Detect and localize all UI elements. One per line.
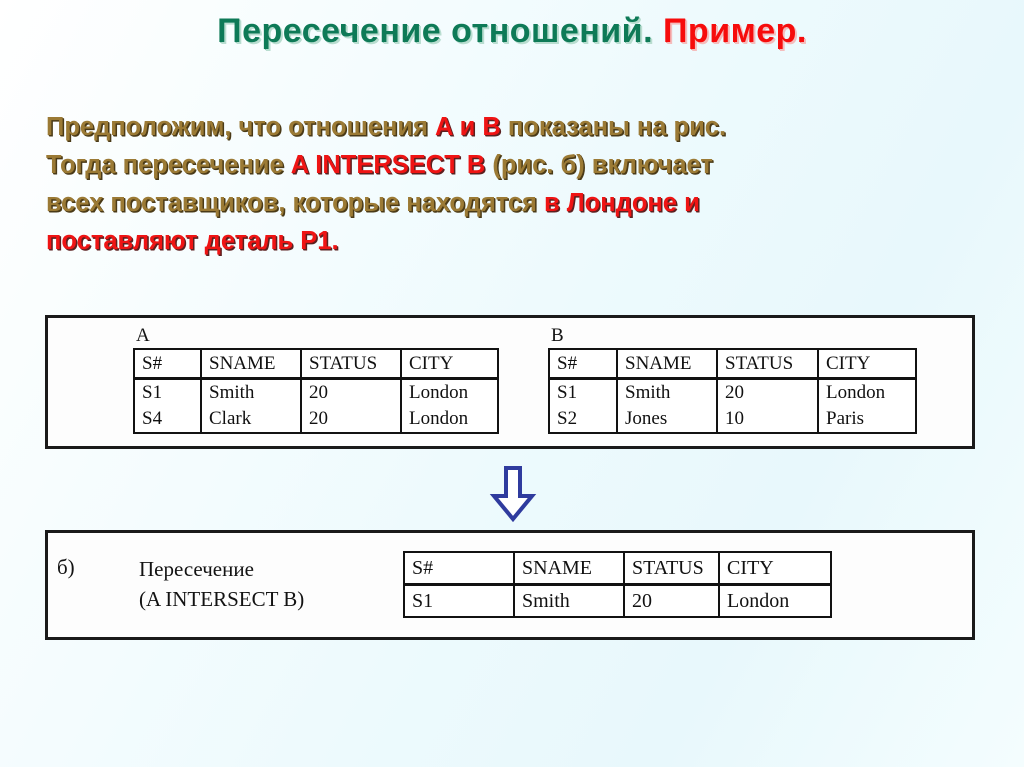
relation-b-label: B — [551, 325, 564, 346]
body-line-3-part-b: в Лондоне и — [544, 189, 700, 217]
body-line-1-part-b: A и B — [435, 113, 501, 141]
title-red-text: Пример. — [662, 12, 807, 50]
cell-supplier-id: S1 — [548, 378, 618, 406]
cell-status: 20 — [623, 584, 720, 618]
body-line-1-part-c: показаны на рис. — [500, 113, 727, 141]
column-header: SNAME — [200, 348, 302, 380]
table-row: S1 Smith 20 London — [548, 378, 917, 406]
cell-sname: Smith — [513, 584, 625, 618]
body-line-4: поставляют деталь Р1. — [46, 222, 966, 260]
body-line-4-part-b: поставляют деталь Р1. — [46, 227, 339, 255]
cell-city: London — [718, 584, 832, 618]
cell-sname: Clark — [200, 406, 302, 434]
column-header: STATUS — [300, 348, 402, 380]
body-paragraph: Предположим, что отношения A и B показан… — [46, 108, 966, 260]
relation-a-table: S# SNAME STATUS CITY S1 Smith 20 London … — [133, 348, 499, 434]
cell-sname: Smith — [616, 378, 718, 406]
column-header: CITY — [400, 348, 499, 380]
body-line-2-part-b: A INTERSECT B — [290, 151, 486, 179]
table-row: S2 Jones 10 Paris — [548, 406, 917, 434]
figure-caption: Пересечение (A INTERSECT B) — [139, 554, 304, 614]
cell-status: 20 — [300, 378, 402, 406]
column-header: S# — [133, 348, 202, 380]
cell-supplier-id: S1 — [403, 584, 515, 618]
relation-b-table: S# SNAME STATUS CITY S1 Smith 20 London … — [548, 348, 917, 434]
figure-caption-line-1: Пересечение — [139, 557, 254, 581]
cell-supplier-id: S2 — [548, 406, 618, 434]
title-green-text: Пересечение отношений. — [217, 12, 654, 50]
cell-sname: Smith — [200, 378, 302, 406]
table-row: S4 Clark 20 London — [133, 406, 499, 434]
arrow-down-icon — [489, 466, 537, 522]
cell-status: 20 — [300, 406, 402, 434]
cell-city: Paris — [817, 406, 917, 434]
table-header-row: S# SNAME STATUS CITY — [133, 348, 499, 380]
cell-city: London — [817, 378, 917, 406]
body-line-1-part-a: Предположим, что отношения — [46, 113, 436, 141]
page-title: Пересечение отношений. Пример. — [0, 12, 1024, 51]
cell-city: London — [400, 406, 499, 434]
cell-status: 20 — [716, 378, 819, 406]
cell-city: London — [400, 378, 499, 406]
body-line-3-part-a: всех поставщиков, которые находятся — [46, 189, 544, 217]
cell-sname: Jones — [616, 406, 718, 434]
column-header: STATUS — [623, 551, 720, 586]
body-line-2: Тогда пересечение A INTERSECT B (рис. б)… — [46, 146, 966, 184]
cell-supplier-id: S4 — [133, 406, 202, 434]
body-line-2-part-c: (рис. б) включает — [485, 151, 713, 179]
column-header: S# — [548, 348, 618, 380]
column-header: SNAME — [616, 348, 718, 380]
column-header: STATUS — [716, 348, 819, 380]
result-table: S# SNAME STATUS CITY S1 Smith 20 London — [403, 551, 832, 618]
table-row: S1 Smith 20 London — [403, 584, 832, 618]
table-header-row: S# SNAME STATUS CITY — [403, 551, 832, 586]
body-line-3: всех поставщиков, которые находятся в Ло… — [46, 184, 966, 222]
relation-a-label: A — [136, 325, 150, 346]
table-row: S1 Smith 20 London — [133, 378, 499, 406]
column-header: CITY — [817, 348, 917, 380]
body-line-2-part-a: Тогда пересечение — [46, 151, 291, 179]
column-header: S# — [403, 551, 515, 586]
column-header: CITY — [718, 551, 832, 586]
cell-status: 10 — [716, 406, 819, 434]
body-line-1: Предположим, что отношения A и B показан… — [46, 108, 966, 146]
column-header: SNAME — [513, 551, 625, 586]
figure-caption-line-2: (A INTERSECT B) — [139, 587, 305, 611]
table-header-row: S# SNAME STATUS CITY — [548, 348, 917, 380]
figure-letter-label: б) — [57, 555, 75, 579]
cell-supplier-id: S1 — [133, 378, 202, 406]
